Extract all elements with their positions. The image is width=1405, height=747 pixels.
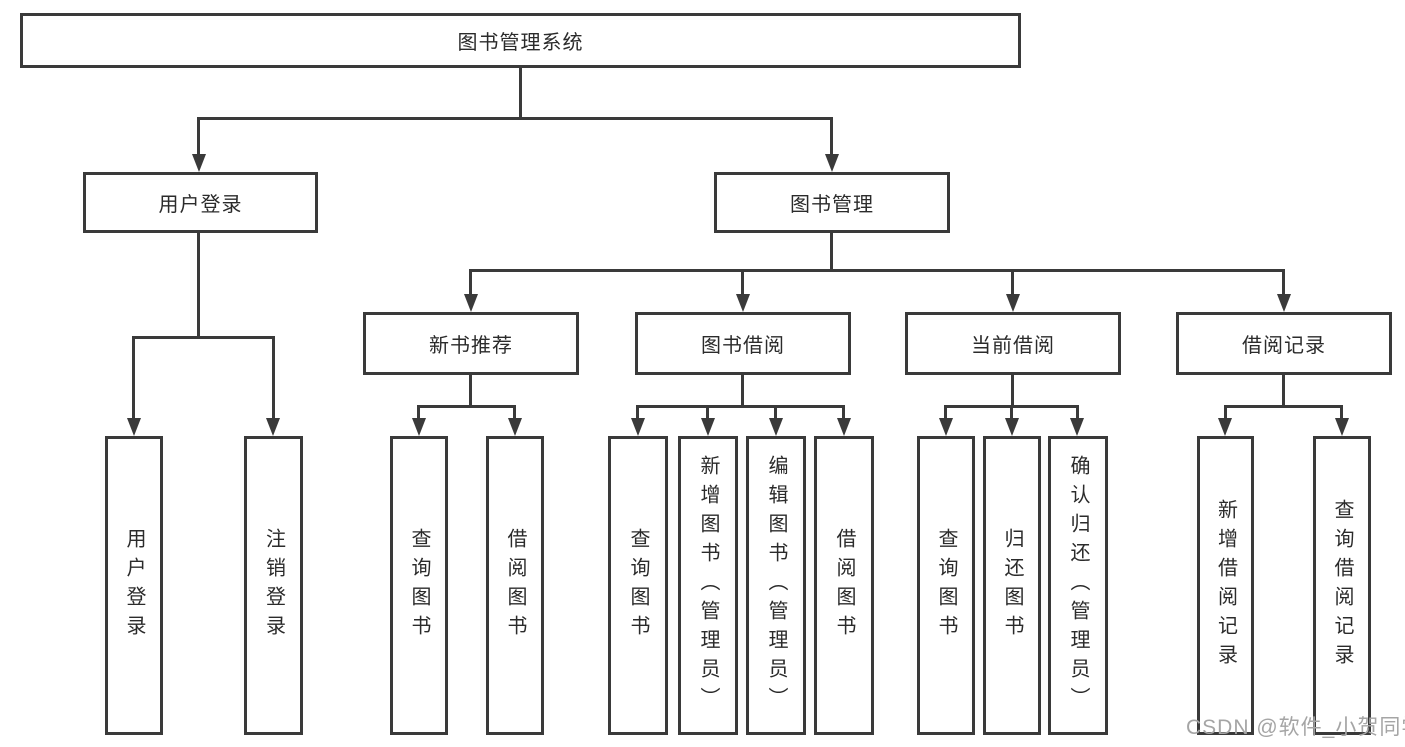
- csdn-watermark: CSDN @软件_小贺同学: [1186, 716, 1405, 739]
- arrow-down-icon: [1218, 418, 1232, 436]
- node-label: 用户登录: [158, 194, 243, 216]
- connector-drop-leaf: [417, 405, 420, 420]
- leaf-logout-login: 注销登录: [244, 436, 303, 735]
- leaf-confirm-return-admin: 确认归还（管理员）: [1048, 436, 1108, 735]
- arrow-down-icon: [508, 418, 522, 436]
- node-label: 归还图书: [1001, 527, 1023, 644]
- arrow-down-icon: [464, 294, 478, 312]
- connector-recommend-hline: [417, 405, 516, 408]
- connector-drop-user-login: [197, 117, 200, 157]
- connector-book-management-stem: [830, 233, 833, 272]
- arrow-down-icon: [939, 418, 953, 436]
- arrow-down-icon: [769, 418, 783, 436]
- connector-drop-level3: [469, 269, 472, 296]
- node-label: 查询图书: [627, 527, 649, 644]
- arrow-down-icon: [1006, 294, 1020, 312]
- connector-drop-leaf: [1010, 405, 1013, 420]
- node-label: 查询借阅记录: [1331, 498, 1353, 673]
- connector-drop-leaf: [1224, 405, 1227, 420]
- leaf-query-books-borrow: 查询图书: [608, 436, 668, 735]
- node-label: 查询图书: [935, 527, 957, 644]
- connector-drop-leaf: [774, 405, 777, 420]
- node-book-management: 图书管理: [714, 172, 950, 233]
- connector-drop-leaf: [842, 405, 845, 420]
- arrow-down-icon: [412, 418, 426, 436]
- connector-records-hline: [1224, 405, 1343, 408]
- arrow-down-icon: [1070, 418, 1084, 436]
- node-label: 新增图书（管理员）: [697, 455, 719, 716]
- connector-current-stem: [1011, 375, 1014, 408]
- connector-drop-leaf: [132, 336, 135, 420]
- arrow-down-icon: [837, 418, 851, 436]
- connector-drop-leaf: [944, 405, 947, 420]
- connector-drop-level3: [741, 269, 744, 296]
- leaf-query-books-recommend: 查询图书: [390, 436, 448, 735]
- arrow-down-icon: [192, 154, 206, 172]
- leaf-return-books: 归还图书: [983, 436, 1041, 735]
- arrow-down-icon: [701, 418, 715, 436]
- node-book-borrowing: 图书借阅: [635, 312, 851, 375]
- leaf-user-login: 用户登录: [105, 436, 163, 735]
- node-label: 确认归还（管理员）: [1067, 455, 1089, 716]
- node-label: 新增借阅记录: [1214, 498, 1237, 673]
- node-current-borrowing: 当前借阅: [905, 312, 1121, 375]
- node-label: 编辑图书（管理员）: [765, 455, 787, 716]
- node-label: 图书借阅: [701, 335, 785, 357]
- connector-drop-leaf: [513, 405, 516, 420]
- connector-drop-leaf: [272, 336, 275, 420]
- arrow-down-icon: [825, 154, 839, 172]
- connector-drop-level3: [1282, 269, 1285, 296]
- leaf-query-borrow-record: 查询借阅记录: [1313, 436, 1371, 735]
- node-label: 借阅记录: [1242, 335, 1326, 357]
- arrow-down-icon: [1335, 418, 1349, 436]
- connector-drop-leaf: [1340, 405, 1343, 420]
- connector-drop-leaf: [1076, 405, 1079, 420]
- node-label: 借阅图书: [504, 527, 526, 644]
- connector-drop-book-management: [830, 117, 833, 157]
- connector-drop-leaf: [636, 405, 639, 420]
- node-label: 注销登录: [262, 527, 285, 644]
- connector-borrowing-stem: [741, 375, 744, 408]
- connector-borrowing-hline: [636, 405, 845, 408]
- leaf-add-books-admin: 新增图书（管理员）: [678, 436, 738, 735]
- connector-records-stem: [1282, 375, 1285, 408]
- node-label: 当前借阅: [971, 335, 1055, 357]
- node-new-book-recommend: 新书推荐: [363, 312, 579, 375]
- node-label: 查询图书: [408, 527, 430, 644]
- arrow-down-icon: [1277, 294, 1291, 312]
- node-label: 用户登录: [123, 527, 145, 644]
- node-label: 新书推荐: [429, 335, 513, 357]
- arrow-down-icon: [736, 294, 750, 312]
- leaf-edit-books-admin: 编辑图书（管理员）: [746, 436, 806, 735]
- node-library-management-system: 图书管理系统: [20, 13, 1021, 68]
- leaf-borrow-books-recommend: 借阅图书: [486, 436, 544, 735]
- connector-recommend-stem: [469, 375, 472, 408]
- arrow-down-icon: [631, 418, 645, 436]
- arrow-down-icon: [1005, 418, 1019, 436]
- node-user-login: 用户登录: [83, 172, 318, 233]
- arrow-down-icon: [266, 418, 280, 436]
- connector-drop-level3: [1011, 269, 1014, 296]
- node-label: 借阅图书: [833, 527, 855, 644]
- connector-user-login-stem: [197, 233, 200, 339]
- arrow-down-icon: [127, 418, 141, 436]
- connector-level2-hline: [197, 117, 833, 120]
- node-borrowing-records: 借阅记录: [1176, 312, 1392, 375]
- leaf-query-books-current: 查询图书: [917, 436, 975, 735]
- node-label: 图书管理系统: [457, 32, 584, 54]
- node-label: 图书管理: [790, 194, 874, 216]
- leaf-add-borrow-record: 新增借阅记录: [1197, 436, 1254, 735]
- connector-user-login-hline: [132, 336, 275, 339]
- connector-drop-leaf: [706, 405, 709, 420]
- leaf-borrow-books-borrow: 借阅图书: [814, 436, 874, 735]
- connector-root-stem: [519, 68, 522, 120]
- connector-level3-hline: [469, 269, 1285, 272]
